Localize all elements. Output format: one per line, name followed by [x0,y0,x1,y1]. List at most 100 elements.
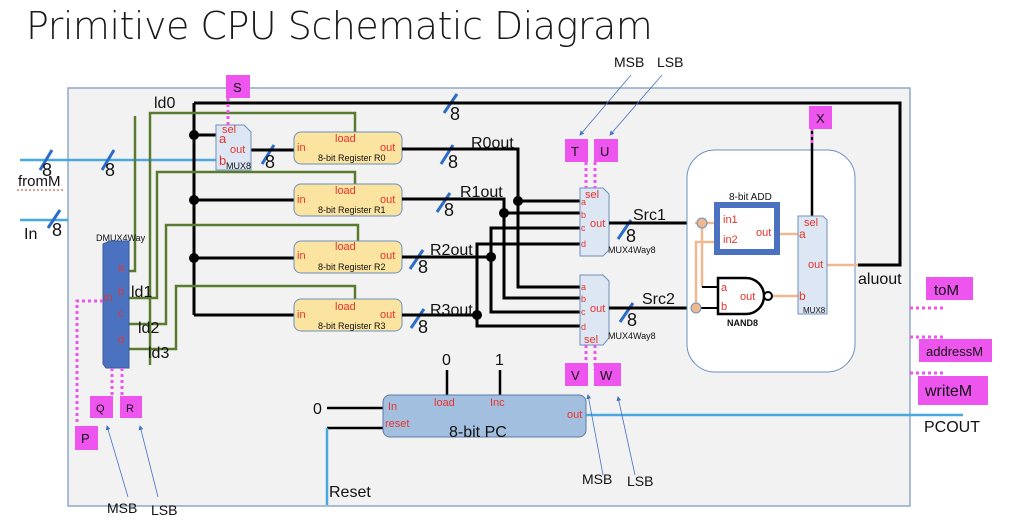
svg-text:out: out [380,250,395,262]
output-box-addressm[interactable]: addressM [919,339,992,362]
dmux4way: DMUX4Way in a b c d [96,233,146,369]
control-box-w[interactable]: W [594,363,621,386]
svg-text:sel: sel [222,124,236,136]
lsb-label: LSB [627,473,653,489]
load-line-labels: ld0 ld1 ld2 ld3 [131,95,175,362]
control-box-q[interactable]: Q [90,396,113,418]
input-mux8: sel a b out MUX8 [215,124,252,171]
svg-text:load: load [335,185,356,197]
svg-text:sel: sel [585,189,599,201]
svg-text:in: in [297,194,306,206]
svg-text:sel: sel [804,217,818,229]
svg-text:8-bit Register R1: 8-bit Register R1 [318,205,386,215]
fromM-label: fromM [18,173,61,190]
bus-width-label: 8 [450,104,460,124]
src2-label: Src2 [642,291,675,308]
msb-label: MSB [107,500,137,516]
bus-width-label: 8 [444,200,454,220]
svg-text:P: P [81,431,90,446]
svg-text:b: b [118,286,124,298]
r3out-label: R3out [430,302,473,319]
r1out-label: R1out [460,184,503,201]
svg-text:out: out [380,309,395,321]
svg-text:V: V [571,368,580,383]
register-r3: in load out 8-bit Register R3 [293,298,403,332]
svg-text:out: out [808,259,823,271]
ld1-label: ld1 [131,284,152,301]
alu-box [686,149,856,373]
alu-mux8: sel a b out MUX8 [797,128,828,315]
nand8-gate: a b out NAND8 [716,276,773,328]
page-title: Primitive CPU Schematic Diagram [26,4,653,48]
pc-load-const: 0 [442,352,451,369]
svg-text:T: T [571,144,579,159]
pc-in-const: 0 [313,401,322,418]
ld0-label: ld0 [154,95,175,112]
svg-text:DMUX4Way: DMUX4Way [96,233,146,243]
src-wires [609,221,695,310]
svg-text:Inc: Inc [490,397,505,409]
adder-8bit: 8-bit ADD in1 in2 out [714,192,780,255]
svg-text:NAND8: NAND8 [727,318,758,328]
svg-text:W: W [600,368,613,383]
svg-text:a: a [799,227,806,241]
svg-text:MUX4Way8: MUX4Way8 [608,331,656,341]
bit-labels: MSB LSB MSB LSB MSB LSB [107,54,683,518]
svg-text:8-bit Register R3: 8-bit Register R3 [318,321,386,331]
svg-text:in1: in1 [723,214,738,226]
ld2-label: ld2 [138,320,159,337]
svg-text:writeM: writeM [924,383,972,400]
lsb-label: LSB [657,54,683,70]
register-junction-dots [472,196,523,320]
control-box-x[interactable]: X [809,106,832,129]
svg-text:c: c [118,308,124,320]
alu-junction-dots [690,217,708,314]
bus-width-label: 8 [627,310,637,330]
output-box-writem[interactable]: writeM [918,376,988,405]
bus-width-labels: 8 8 8 8 8 8 8 8 8 8 8 [42,104,637,337]
svg-text:b: b [219,153,226,168]
svg-text:X: X [816,111,825,126]
bus-width-label: 8 [418,257,428,277]
bus-width-label: 8 [626,226,636,246]
mux4way8-src2: a b c d sel out MUX4Way8 [579,274,656,346]
load-lines [120,111,360,365]
control-box-p[interactable]: P [75,426,98,450]
svg-text:In: In [388,401,397,413]
src1-label: Src1 [633,207,666,224]
svg-text:out: out [756,227,771,239]
msb-label: MSB [614,54,644,70]
reset-label: Reset [329,484,371,501]
svg-text:a: a [581,197,586,207]
svg-text:in: in [297,142,306,154]
svg-text:R: R [126,403,134,415]
svg-text:out: out [567,409,582,421]
svg-text:b: b [581,294,586,304]
lsb-label: LSB [151,502,177,518]
svg-text:addressM: addressM [926,344,983,359]
control-box-u[interactable]: U [594,139,618,162]
bus-width-label: 8 [52,220,62,240]
svg-text:load: load [335,301,356,313]
svg-text:MUX8: MUX8 [803,306,826,315]
svg-text:a: a [219,131,227,146]
program-counter: In reset load Inc out 8-bit PC [382,394,587,441]
svg-text:8-bit Register R2: 8-bit Register R2 [318,262,386,272]
svg-text:8-bit PC: 8-bit PC [449,424,507,441]
svg-text:load: load [434,397,455,409]
control-box-v[interactable]: V [565,363,588,386]
svg-text:out: out [380,194,395,206]
in-label: In [24,226,37,243]
svg-text:d: d [581,322,586,332]
svg-text:out: out [380,142,395,154]
output-box-tom[interactable]: toM [926,277,973,300]
control-box-r[interactable]: R [120,396,142,418]
control-box-t[interactable]: T [565,139,588,162]
bus-width-label: 8 [418,317,428,337]
svg-text:out: out [230,144,245,156]
svg-text:MUX4Way8: MUX4Way8 [608,245,656,255]
bus-width-label: 8 [265,152,275,172]
pc-inc-const: 1 [495,352,504,369]
control-box-s[interactable]: S [226,75,250,98]
